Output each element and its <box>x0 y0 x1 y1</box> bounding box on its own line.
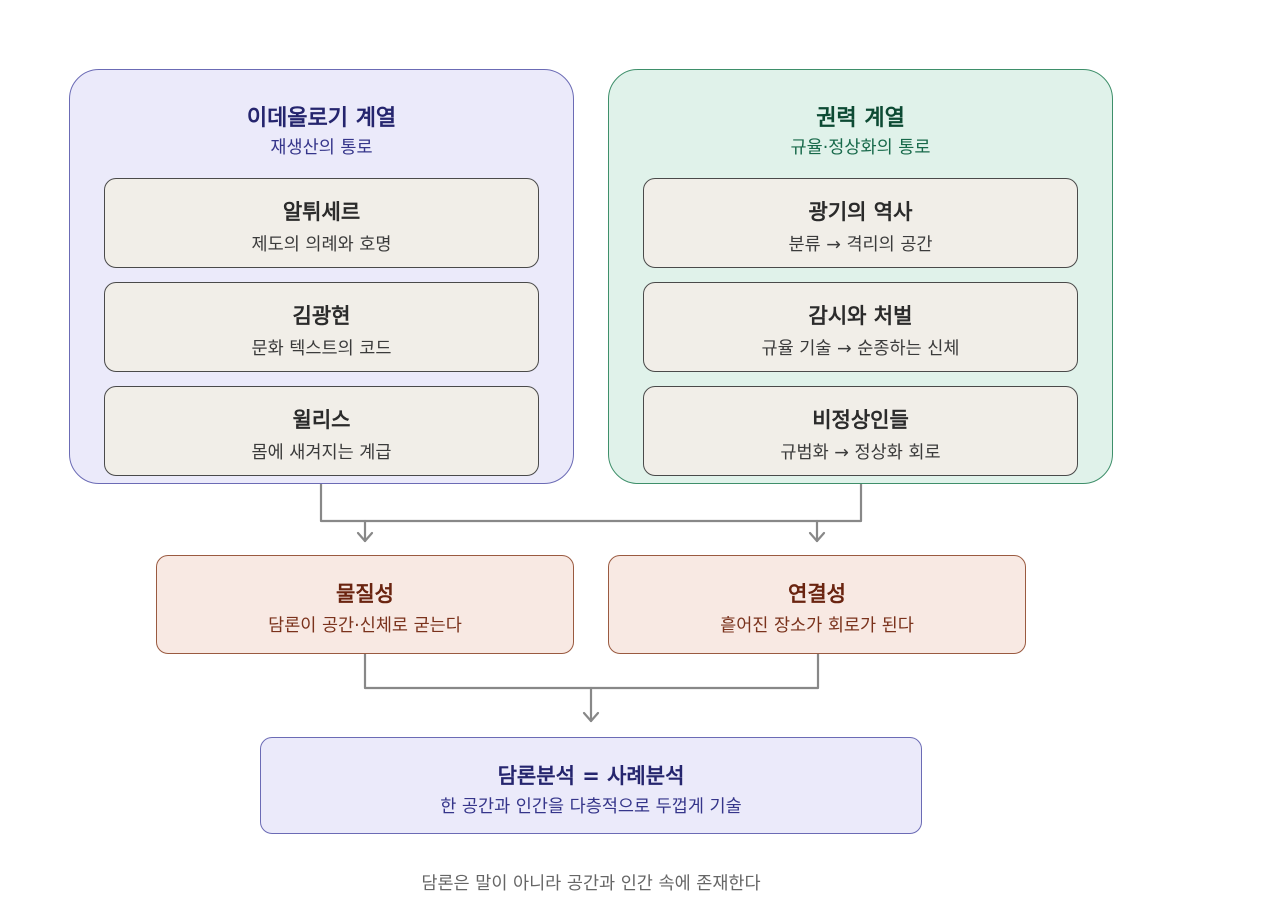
power-title: 권력 계열 <box>816 106 905 131</box>
materiality-box: 물질성 담론이 공간·신체로 굳는다 <box>156 555 574 654</box>
card-kim-kwanghyun: 김광현 문화 텍스트의 코드 <box>104 282 539 372</box>
connectivity-box: 연결성 흩어진 장소가 회로가 된다 <box>608 555 1026 654</box>
card-althusser: 알튀세르 제도의 의례와 호명 <box>104 178 539 268</box>
connectivity-desc: 흩어진 장소가 회로가 된다 <box>720 616 914 636</box>
materiality-desc: 담론이 공간·신체로 굳는다 <box>268 616 462 636</box>
card-title: 윌리스 <box>292 408 351 432</box>
card-title: 알튀세르 <box>282 200 361 224</box>
ideology-title: 이데올로기 계열 <box>246 106 397 131</box>
connector-merge <box>363 652 820 690</box>
card-desc: 규범화 → 정상화 회로 <box>780 443 941 463</box>
card-title: 광기의 역사 <box>808 200 913 224</box>
card-history-of-madness: 광기의 역사 분류 → 격리의 공간 <box>643 178 1078 268</box>
power-group: 권력 계열 규율·정상화의 통로 광기의 역사 분류 → 격리의 공간 감시와 … <box>608 69 1113 484</box>
arrowhead-conclusion <box>582 711 600 723</box>
arrowhead-connectivity <box>808 531 826 543</box>
card-desc: 몸에 새겨지는 계급 <box>251 443 392 463</box>
conclusion-title: 담론분석 = 사례분석 <box>497 764 685 788</box>
card-discipline-and-punish: 감시와 처벌 규율 기술 → 순종하는 신체 <box>643 282 1078 372</box>
connector-ideology-down <box>319 482 863 523</box>
card-title: 비정상인들 <box>812 408 909 432</box>
card-desc: 규율 기술 → 순종하는 신체 <box>761 339 960 359</box>
conclusion-box: 담론분석 = 사례분석 한 공간과 인간을 다층적으로 두껍게 기술 <box>260 737 922 834</box>
arrowhead-materiality <box>356 531 374 543</box>
card-desc: 분류 → 격리의 공간 <box>788 235 933 255</box>
card-desc: 제도의 의례와 호명 <box>251 235 392 255</box>
power-subtitle: 규율·정상화의 통로 <box>790 138 931 158</box>
ideology-group: 이데올로기 계열 재생산의 통로 알튀세르 제도의 의례와 호명 김광현 문화 … <box>69 69 574 484</box>
materiality-title: 물질성 <box>336 582 394 606</box>
caption: 담론은 말이 아니라 공간과 인간 속에 존재한다 <box>421 874 761 894</box>
connectivity-title: 연결성 <box>788 582 846 606</box>
card-title: 감시와 처벌 <box>808 304 913 328</box>
card-desc: 문화 텍스트의 코드 <box>251 339 392 359</box>
conclusion-desc: 한 공간과 인간을 다층적으로 두껍게 기술 <box>440 797 742 817</box>
card-title: 김광현 <box>292 304 351 328</box>
card-abnormal: 비정상인들 규범화 → 정상화 회로 <box>643 386 1078 476</box>
card-willis: 윌리스 몸에 새겨지는 계급 <box>104 386 539 476</box>
ideology-subtitle: 재생산의 통로 <box>270 138 373 158</box>
